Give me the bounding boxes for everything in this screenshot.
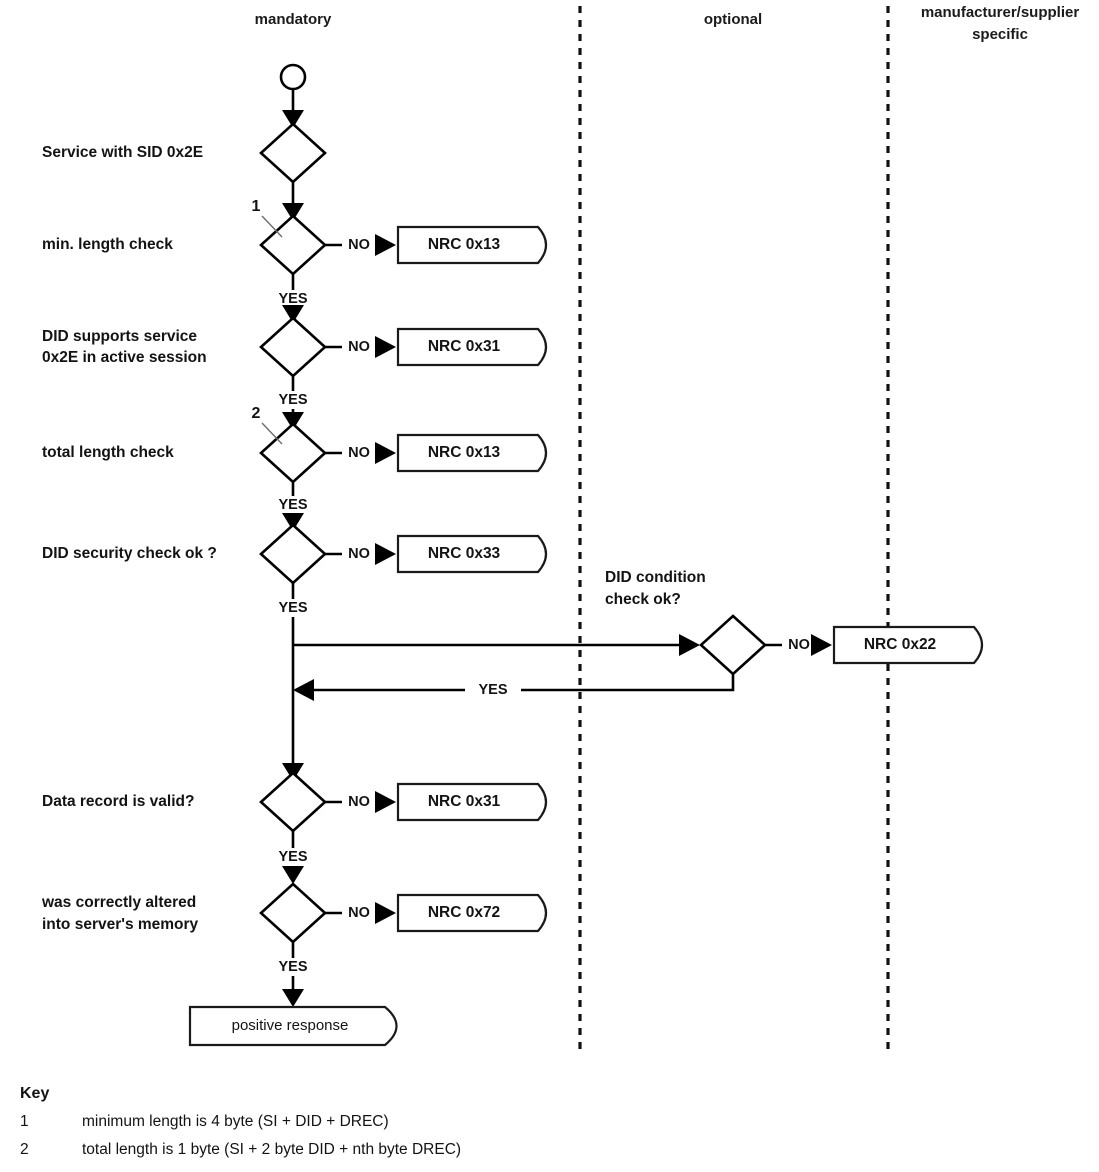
label-min-length-check: min. length check [42,236,173,253]
branch-label-yes-datarecord: YES [278,849,307,865]
branch-label-yes-didsupports: YES [278,392,307,408]
arrowhead-altered-to-positive [282,989,304,1007]
branch-label-no-minlength: NO [348,237,370,253]
branch-label-no-didsupports: NO [348,339,370,355]
nrc-box-0x72-memory: NRC 0x72 [396,893,548,933]
label-correctly-altered-line1: was correctly altered [41,894,196,911]
branch-label-no-security: NO [348,546,370,562]
key-item-text-2: total length is 1 byte (SI + 2 byte DID … [82,1141,461,1158]
label-did-supports-line2: 0x2E in active session [42,349,207,366]
note-marker-2: 2 [252,405,261,422]
nrc-box-0x13-min: NRC 0x13 [396,225,548,265]
yes-label-backdrop [465,681,521,699]
decision-correctly-altered [259,882,327,944]
nrc-label-0x33-security: NRC 0x33 [428,545,501,562]
nrc-label-0x72-memory: NRC 0x72 [428,904,500,921]
nrc-label-0x31-did: NRC 0x31 [428,338,501,355]
decision-did-supports-service [259,316,327,378]
decision-did-security-check [259,523,327,585]
branch-label-no-datarecord: NO [348,794,370,810]
note-leader-1 [261,215,283,238]
arrowhead-trunk-to-didcondition [679,634,700,656]
flowline-didcondition-yes-return [305,674,735,692]
label-service-sid: Service with SID 0x2E [42,144,203,161]
key-item-number-2: 2 [20,1141,29,1158]
terminal-positive-response: positive response [188,1005,398,1047]
column-header-mandatory: mandatory [255,11,332,28]
branch-label-no-totallength: NO [348,445,370,461]
label-did-security-check: DID security check ok ? [42,545,217,562]
label-did-supports-line1: DID supports service [42,328,197,345]
branch-label-yes-totallength: YES [278,497,307,513]
decision-service-sid [259,122,327,184]
nrc-label-0x31-record: NRC 0x31 [428,793,501,810]
nrc-label-0x13-total: NRC 0x13 [428,444,501,461]
arrowhead-didcondition-yes-return [293,679,314,701]
column-header-manufacturer-line2: specific [972,26,1028,43]
arrowhead-minlength-no [375,234,396,256]
nrc-label-0x22-condition: NRC 0x22 [864,636,936,653]
arrowhead-start-to-service [282,110,304,128]
arrowhead-totallength-no [375,442,396,464]
arrowhead-datarecord-no [375,791,396,813]
branch-label-no-didcondition: NO [788,637,810,653]
note-leader-2 [261,422,283,445]
arrowhead-altered-no [375,902,396,924]
nrc-label-0x13-min: NRC 0x13 [428,236,501,253]
column-header-manufacturer-line1: manufacturer/supplier [921,4,1080,21]
label-total-length-check: total length check [42,444,174,461]
nrc-box-0x13-total: NRC 0x13 [396,433,548,473]
arrowhead-didsupports-no [375,336,396,358]
key-title: Key [20,1085,49,1102]
label-data-record-valid: Data record is valid? [42,793,194,810]
branch-label-no-altered: NO [348,905,370,921]
arrowhead-datarecord-to-altered [282,866,304,884]
nrc-box-0x22-condition: NRC 0x22 [832,625,984,665]
nrc-box-0x31-did: NRC 0x31 [396,327,548,367]
note-marker-1: 1 [252,198,261,215]
start-node-circle [279,63,307,91]
terminal-label-positive-response: positive response [232,1017,349,1034]
key-item-number-1: 1 [20,1113,29,1130]
label-did-condition-line2: check ok? [605,591,681,608]
arrowhead-minlength-to-didsupports [282,305,304,323]
branch-label-yes-didcondition: YES [478,682,507,698]
branch-label-yes-security: YES [278,600,307,616]
key-item-text-1: minimum length is 4 byte (SI + DID + DRE… [82,1113,389,1130]
arrowhead-service-to-minlength [282,203,304,221]
decision-did-condition-check [699,614,767,676]
arrowhead-didcondition-no [811,634,832,656]
decision-data-record-valid [259,771,327,833]
arrowhead-security-no [375,543,396,565]
branch-label-yes-altered: YES [278,959,307,975]
nrc-box-0x33-security: NRC 0x33 [396,534,548,574]
column-header-optional: optional [704,11,762,28]
label-correctly-altered-line2: into server's memory [42,916,199,933]
branch-label-yes-minlength: YES [278,291,307,307]
arrowhead-totallength-to-security [282,513,304,531]
arrowhead-didsupports-to-totallength [282,412,304,430]
label-did-condition-line1: DID condition [605,569,706,586]
nrc-box-0x31-record: NRC 0x31 [396,782,548,822]
